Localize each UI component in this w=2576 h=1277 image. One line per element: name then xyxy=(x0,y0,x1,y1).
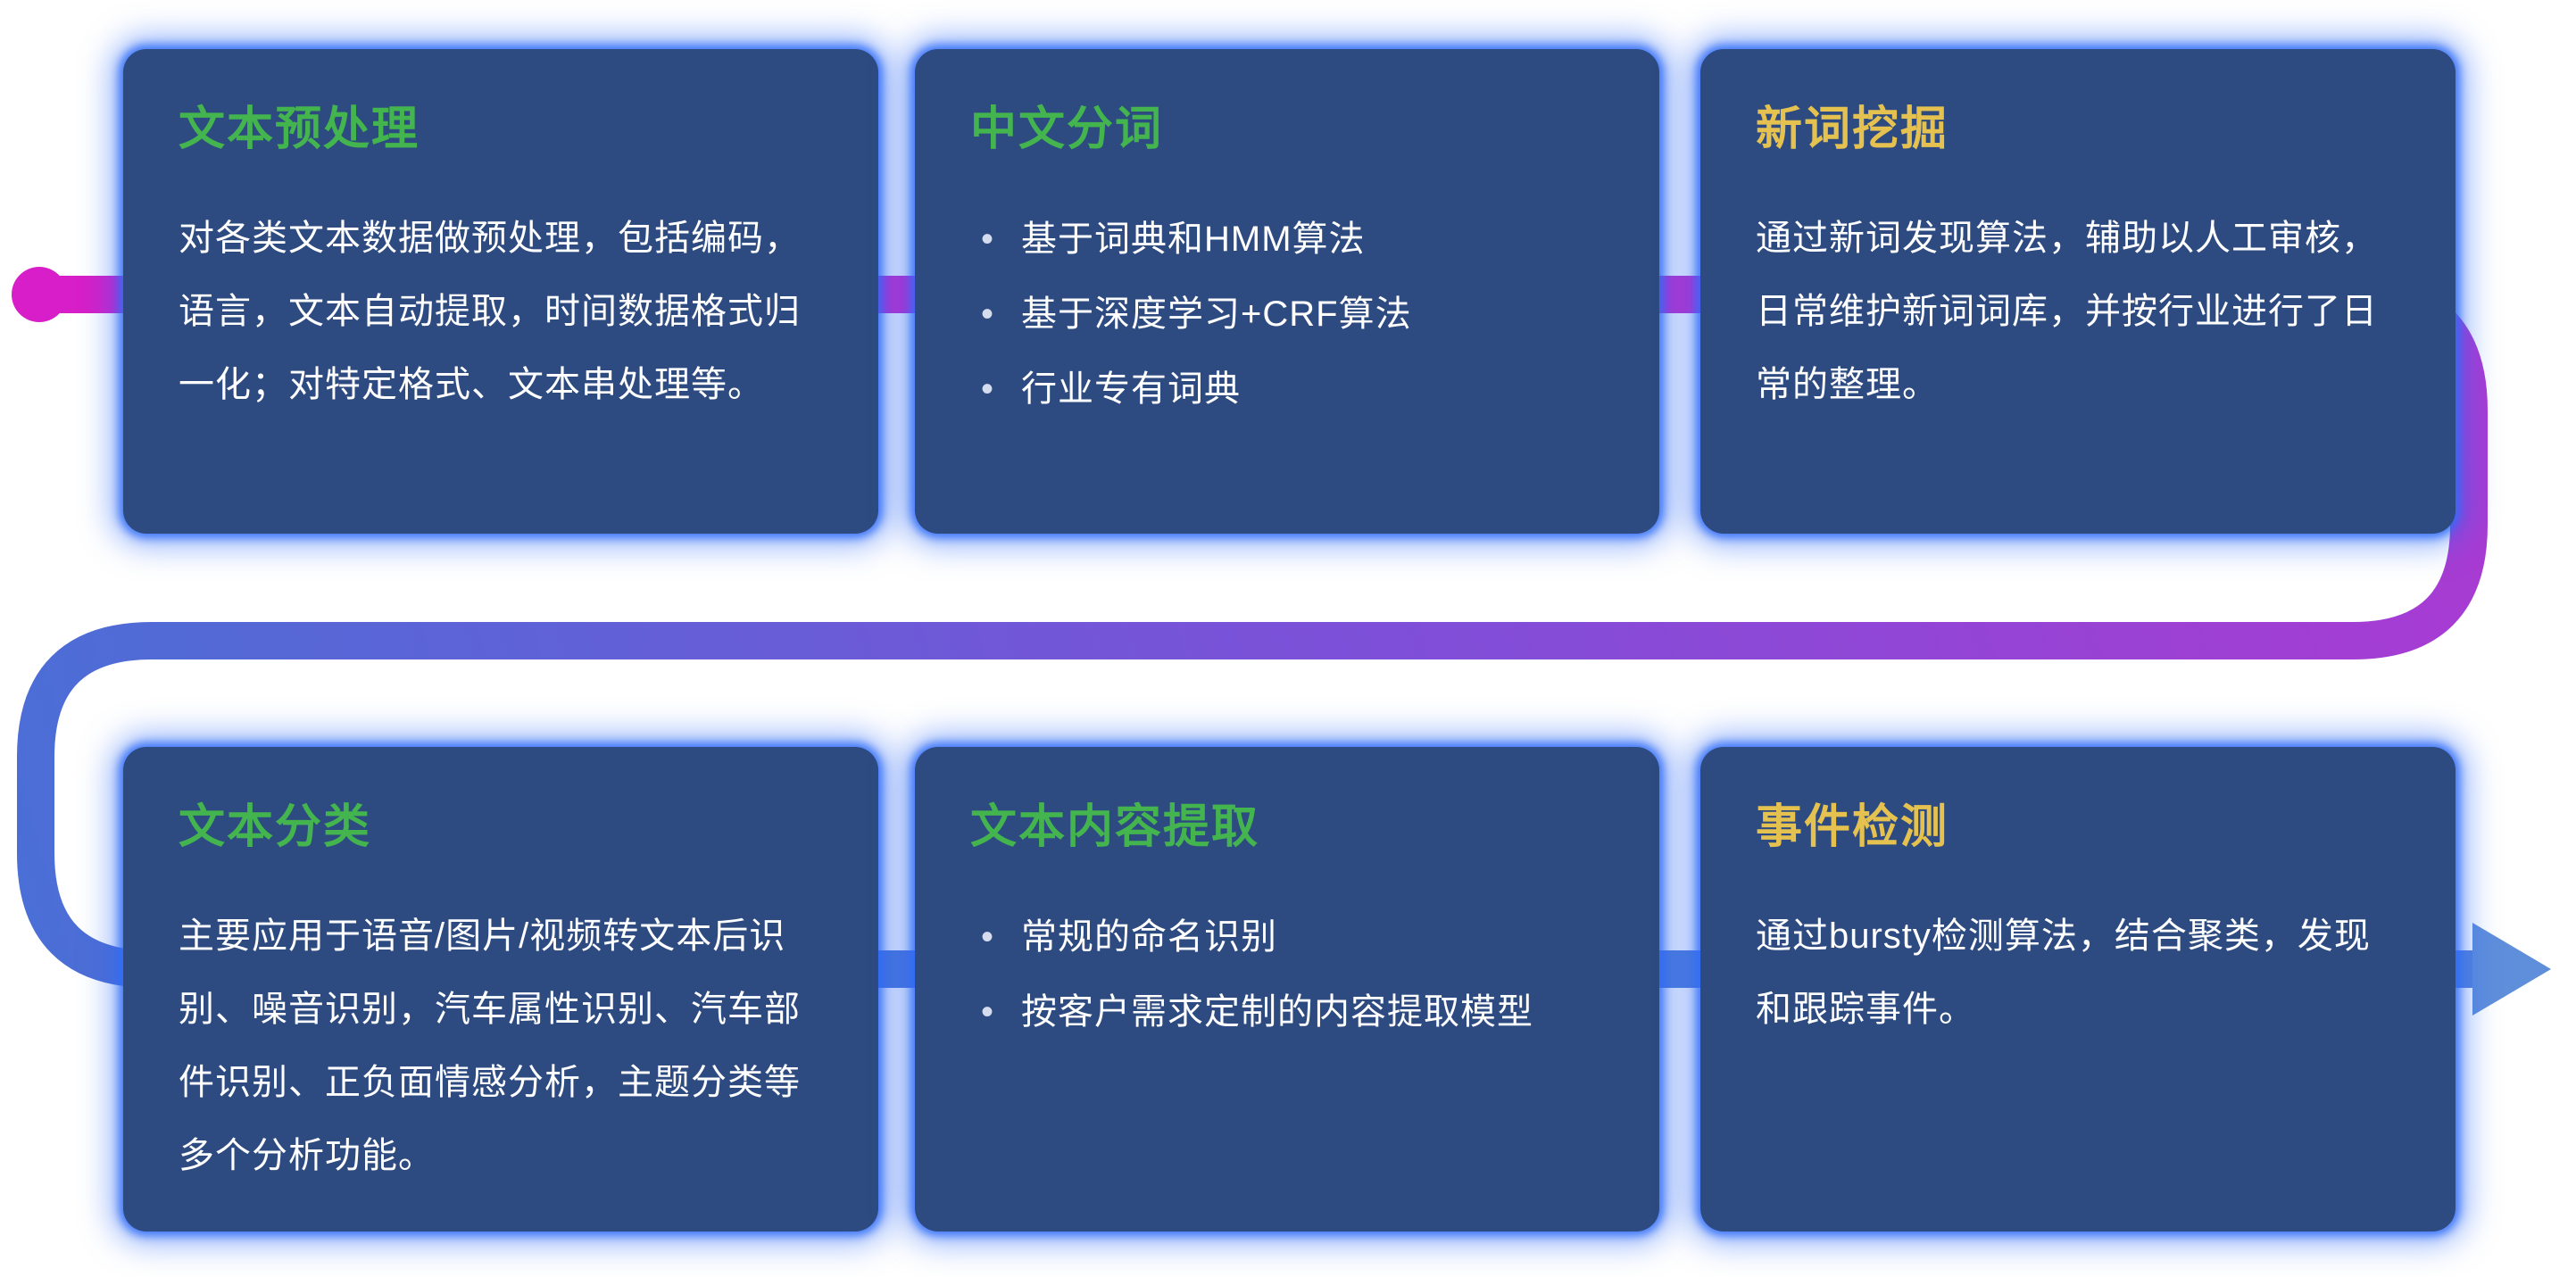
card-new-word-mining: 新词挖掘 通过新词发现算法，辅助以人工审核，日常维护新词词库，并按行业进行了日常… xyxy=(1700,49,2456,534)
card-title: 中文分词 xyxy=(970,104,1164,155)
bullet-item: 按客户需求定制的内容提取模型 xyxy=(981,974,1604,1049)
card-title: 文本预处理 xyxy=(179,104,420,155)
bullet-text: 基于深度学习+CRF算法 xyxy=(1021,294,1412,334)
bullet-text: 常规的命名识别 xyxy=(1021,917,1278,957)
bullet-list: 常规的命名识别 按客户需求定制的内容提取模型 xyxy=(970,900,1604,1049)
card-body: 通过bursty检测算法，结合聚类，发现和跟踪事件。 xyxy=(1756,916,2371,1029)
card-event-detection: 事件检测 通过bursty检测算法，结合聚类，发现和跟踪事件。 xyxy=(1700,747,2456,1231)
card-text-classification: 文本分类 主要应用于语音/图片/视频转文本后识别、噪音识别，汽车属性识别、汽车部… xyxy=(123,747,878,1231)
bullet-item: 常规的命名识别 xyxy=(981,900,1604,974)
card-chinese-word-segmentation: 中文分词 基于词典和HMM算法 基于深度学习+CRF算法 行业专有词典 xyxy=(915,49,1659,534)
card-body: 主要应用于语音/图片/视频转文本后识别、噪音识别，汽车属性识别、汽车部件识别、正… xyxy=(179,916,801,1175)
card-title: 事件检测 xyxy=(1756,801,1949,853)
bullet-item: 基于词典和HMM算法 xyxy=(981,202,1604,277)
bullet-text: 行业专有词典 xyxy=(1021,369,1242,409)
bullet-text: 基于词典和HMM算法 xyxy=(1021,220,1366,259)
card-body: 通过新词发现算法，辅助以人工审核，日常维护新词词库，并按行业进行了日常的整理。 xyxy=(1756,219,2378,404)
bullet-item: 基于深度学习+CRF算法 xyxy=(981,277,1604,352)
card-body: 对各类文本数据做预处理，包括编码，语言，文本自动提取，时间数据格式归一化；对特定… xyxy=(179,219,801,404)
flow-start-dot xyxy=(12,267,67,322)
bullet-item: 行业专有词典 xyxy=(981,352,1604,427)
flow-arrow-icon xyxy=(2472,923,2551,1016)
bullet-list: 基于词典和HMM算法 基于深度学习+CRF算法 行业专有词典 xyxy=(970,202,1604,427)
flow-segment-curve xyxy=(17,276,2488,988)
card-title: 文本内容提取 xyxy=(970,801,1260,853)
card-title: 新词挖掘 xyxy=(1756,104,1949,155)
bullet-text: 按客户需求定制的内容提取模型 xyxy=(1021,992,1534,1032)
card-text-content-extraction: 文本内容提取 常规的命名识别 按客户需求定制的内容提取模型 xyxy=(915,747,1659,1231)
card-text-preprocessing: 文本预处理 对各类文本数据做预处理，包括编码，语言，文本自动提取，时间数据格式归… xyxy=(123,49,878,534)
card-title: 文本分类 xyxy=(179,801,372,853)
